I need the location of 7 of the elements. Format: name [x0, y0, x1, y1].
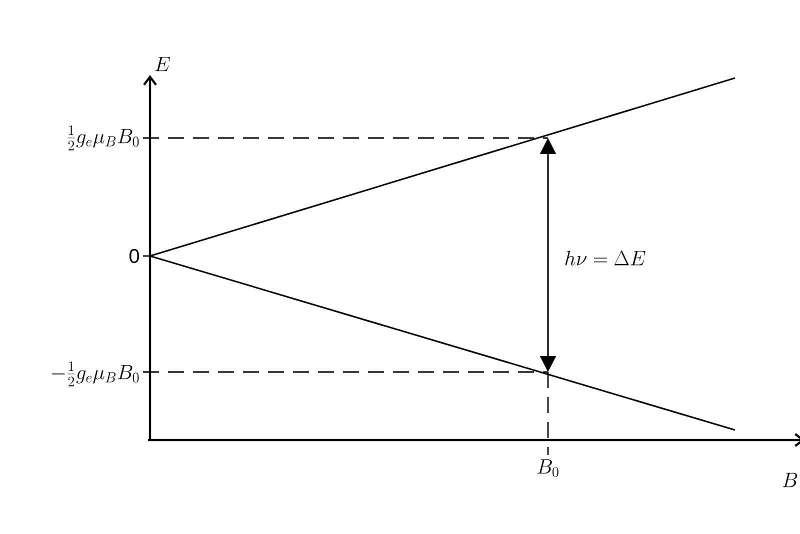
tick-label: $-\frac{1}{2} g_e \mu_B B_0$ — [52, 361, 139, 386]
transition-label: $h\nu = \Delta E$ — [565, 250, 646, 266]
axis-label: $E$ — [155, 56, 170, 72]
tick-label: $B_0$ — [538, 459, 558, 477]
axis-label: $B$ — [782, 472, 798, 488]
tick-label: 0 — [129, 248, 140, 264]
tick-label: $\frac{1}{2} g_e \mu_B B_0$ — [68, 125, 139, 150]
